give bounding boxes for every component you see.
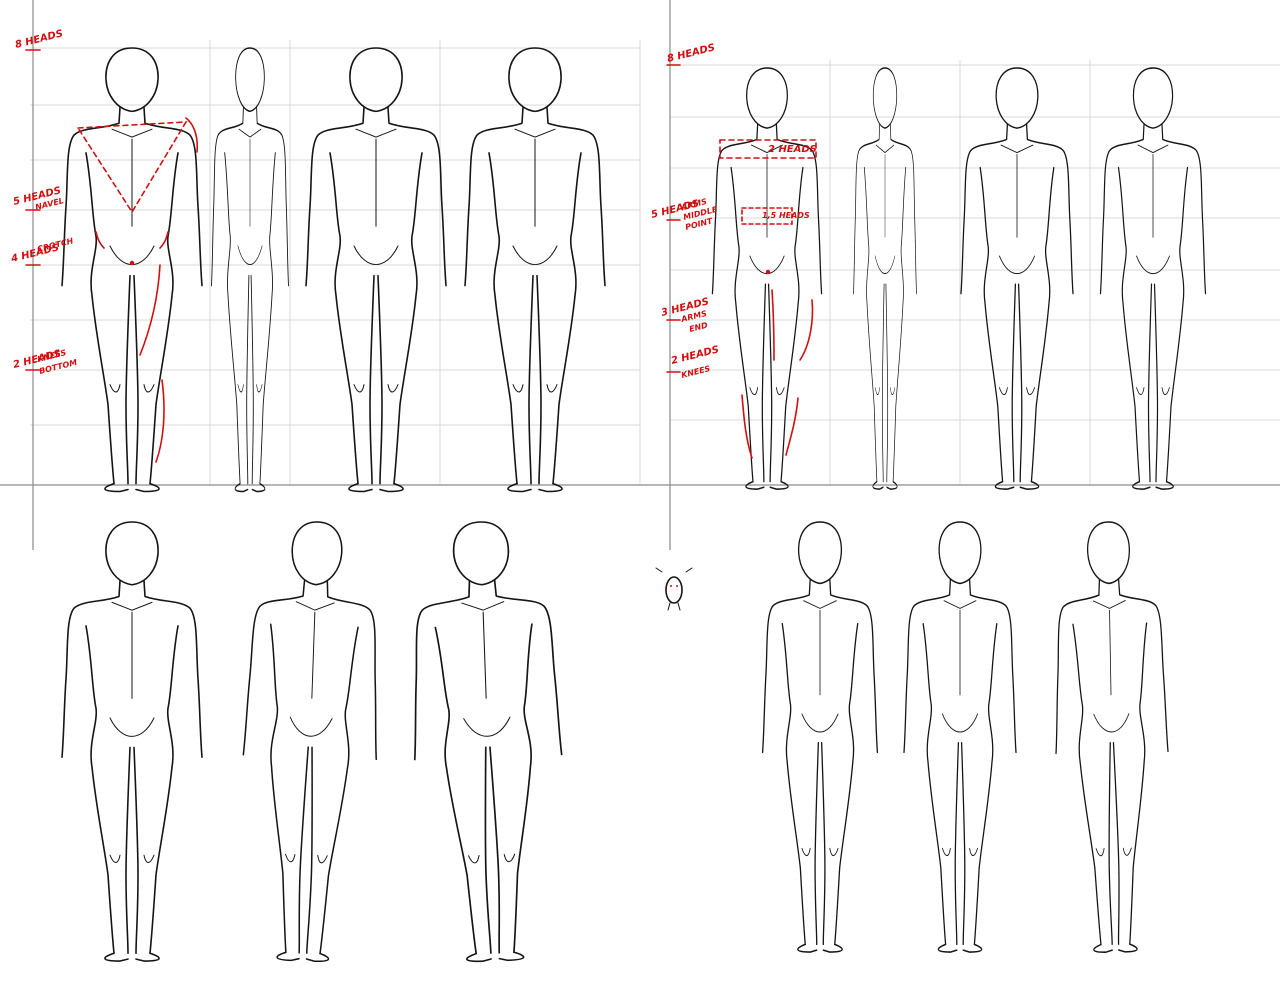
female-walking-pose xyxy=(1051,520,1173,954)
female-annotations: 8 HEADS 2 HEADS 5 HEADS ARMS MIDDLE POIN… xyxy=(650,42,817,380)
female-standing-pose-2 xyxy=(903,521,1017,953)
female-waist-label: 1,5 HEADS xyxy=(762,211,810,220)
female-turnaround xyxy=(711,67,1207,490)
male-annotations: 8 HEADS 5 HEADS NAVEL 4 HEADS CROTCH 2 H… xyxy=(9,28,78,376)
female-shoulders-label: 2 HEADS xyxy=(768,144,817,155)
female-back-figure xyxy=(960,67,1074,490)
male-guides xyxy=(25,49,199,463)
male-contrapposto-pose xyxy=(405,518,570,965)
male-standing-pose xyxy=(61,521,203,962)
male-walking-pose xyxy=(235,518,386,964)
female-knees-label: KNEES xyxy=(680,364,711,380)
female-end-label: END xyxy=(688,321,709,334)
female-front-figure xyxy=(711,67,823,490)
baseline-axes xyxy=(0,0,1280,550)
male-poses xyxy=(61,518,570,965)
female-standing-pose-1 xyxy=(761,521,879,953)
female-poses xyxy=(761,520,1173,954)
female-side-figure xyxy=(852,67,918,490)
female-2-heads-label: 2 HEADS xyxy=(670,344,720,367)
female-8-heads-label: 8 HEADS xyxy=(666,42,716,65)
female-guides xyxy=(666,64,817,459)
female-three-quarter-figure xyxy=(1099,67,1207,490)
small-doodle-character xyxy=(655,567,693,611)
male-grid xyxy=(30,40,641,485)
